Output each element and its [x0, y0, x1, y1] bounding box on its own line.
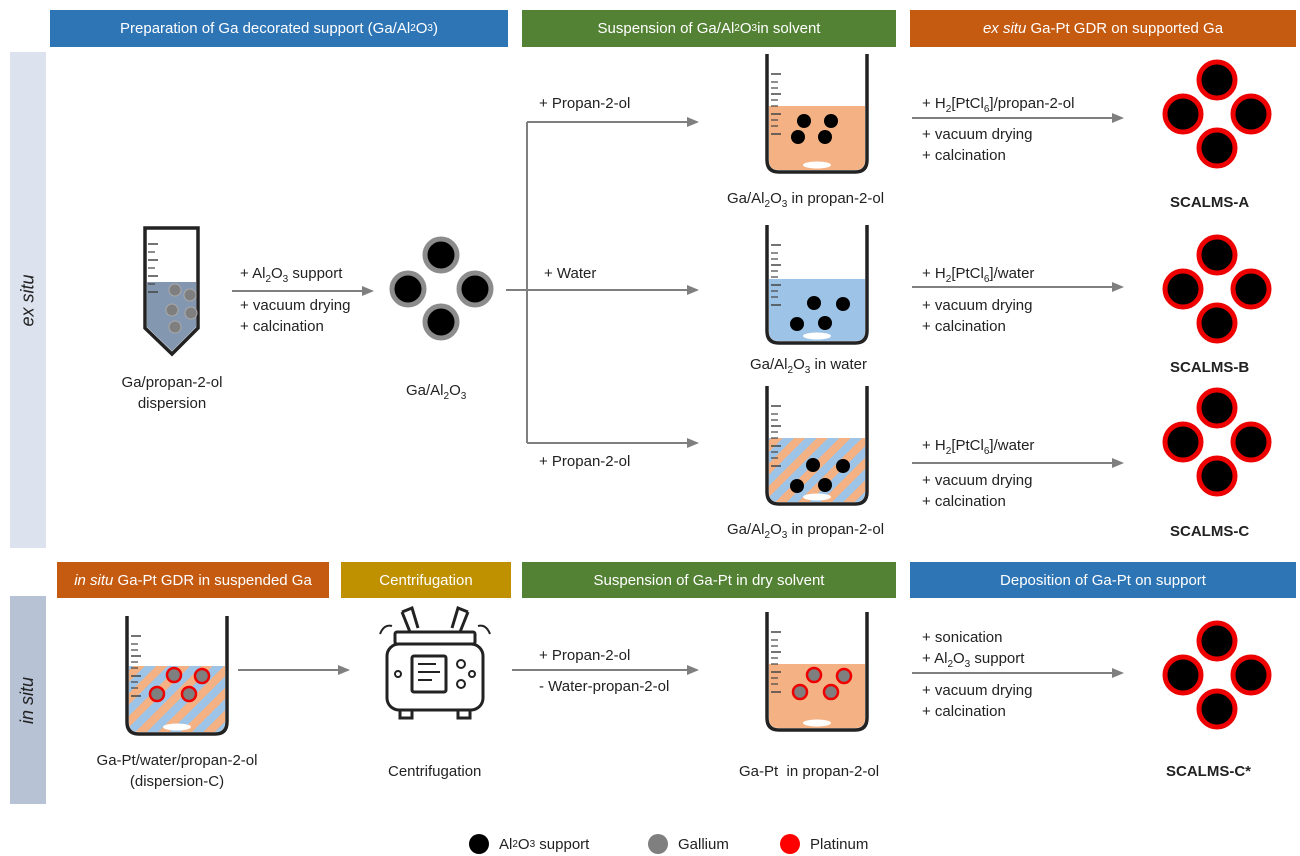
vac-d-label: + vacuum drying	[922, 682, 1033, 699]
step-support-label: + Al2O3 support	[240, 265, 343, 285]
branch-lines	[506, 117, 699, 448]
calc-b-label: + calcination	[922, 318, 1006, 335]
product-a-label: SCALMS-A	[1170, 194, 1250, 211]
branch-c-label: + Propan-2-ol	[539, 453, 631, 470]
ex-situ-bar: ex situ	[10, 52, 46, 548]
beaker-gapt-propanol	[765, 610, 869, 732]
cluster-scalms-a	[1165, 62, 1269, 166]
deposition-support-label: + Al2O3 support	[922, 650, 1025, 670]
calc-c-label: + calcination	[922, 493, 1006, 510]
vac-b-label: + vacuum drying	[922, 297, 1033, 314]
beaker-c-label: Ga/Al2O3 in propan-2-ol	[727, 521, 885, 541]
product-c-star-label: SCALMS-C*	[1166, 763, 1251, 780]
gallium-swatch	[648, 834, 668, 854]
calc-d-label: + calcination	[922, 703, 1006, 720]
centrifugation-label: Centrifugation	[388, 763, 482, 780]
beaker-b-label: Ga/Al2O3 in water	[750, 356, 868, 376]
step-calcination-label: + calcination	[240, 318, 324, 335]
sonication-label: + sonication	[922, 629, 1003, 646]
header-deposition: Deposition of Ga-Pt on support	[910, 562, 1296, 598]
vac-c-label: + vacuum drying	[922, 472, 1033, 489]
header-centrifugation: Centrifugation	[341, 562, 511, 598]
in-situ-bar: in situ	[10, 596, 46, 804]
beaker-c	[765, 384, 869, 506]
beaker-in-situ	[125, 614, 229, 736]
ga-al2o3-label: Ga/Al2O3	[406, 382, 467, 402]
beaker-a-label: Ga/Al2O3 in propan-2-ol	[727, 190, 885, 210]
step-vacuum-label: + vacuum drying	[240, 297, 351, 314]
cluster-scalms-b	[1165, 237, 1269, 341]
dry-step-1-label: + Propan-2-ol	[539, 647, 631, 664]
cluster-scalms-c-star	[1165, 623, 1269, 727]
calc-a-label: + calcination	[922, 147, 1006, 164]
beaker-a	[765, 52, 869, 174]
branch-b-label: + Water	[544, 265, 597, 282]
header-ex-situ-gdr: ex situ Ga-Pt GDR on supported Ga	[910, 10, 1296, 47]
pt-c-label: + H2[PtCl6]/water	[922, 437, 1035, 457]
gapt-propanol-label: Ga-Pt in propan-2-ol	[739, 763, 880, 780]
legend-platinum: Platinum	[780, 834, 868, 854]
header-preparation: Preparation of Ga decorated support (Ga/…	[50, 10, 508, 47]
gapt-dispersion-label: Ga-Pt/water/propan-2-ol (dispersion-C)	[96, 752, 258, 790]
beaker-b	[765, 223, 869, 345]
dry-step-2-label: - Water-propan-2-ol	[539, 678, 670, 695]
al2o3-swatch	[469, 834, 489, 854]
vac-a-label: + vacuum drying	[922, 126, 1033, 143]
product-b-label: SCALMS-B	[1170, 359, 1250, 376]
centrifuge-icon	[379, 605, 491, 720]
product-c-label: SCALMS-C	[1170, 523, 1250, 540]
pt-a-label: + H2[PtCl6]/propan-2-ol	[922, 95, 1075, 115]
dispersion-tube	[143, 226, 200, 357]
header-in-situ-gdr: in situ Ga-Pt GDR in suspended Ga	[57, 562, 329, 598]
ga-al2o3-cluster	[389, 236, 494, 341]
header-dry-solvent: Suspension of Ga-Pt in dry solvent	[522, 562, 896, 598]
branch-a-label: + Propan-2-ol	[539, 95, 631, 112]
dispersion-label: Ga/propan-2-ol dispersion	[121, 374, 223, 412]
pt-arrows	[912, 113, 1124, 468]
cluster-scalms-c	[1165, 390, 1269, 494]
platinum-swatch	[780, 834, 800, 854]
legend-gallium: Gallium	[648, 834, 729, 854]
pt-b-label: + H2[PtCl6]/water	[922, 265, 1035, 285]
